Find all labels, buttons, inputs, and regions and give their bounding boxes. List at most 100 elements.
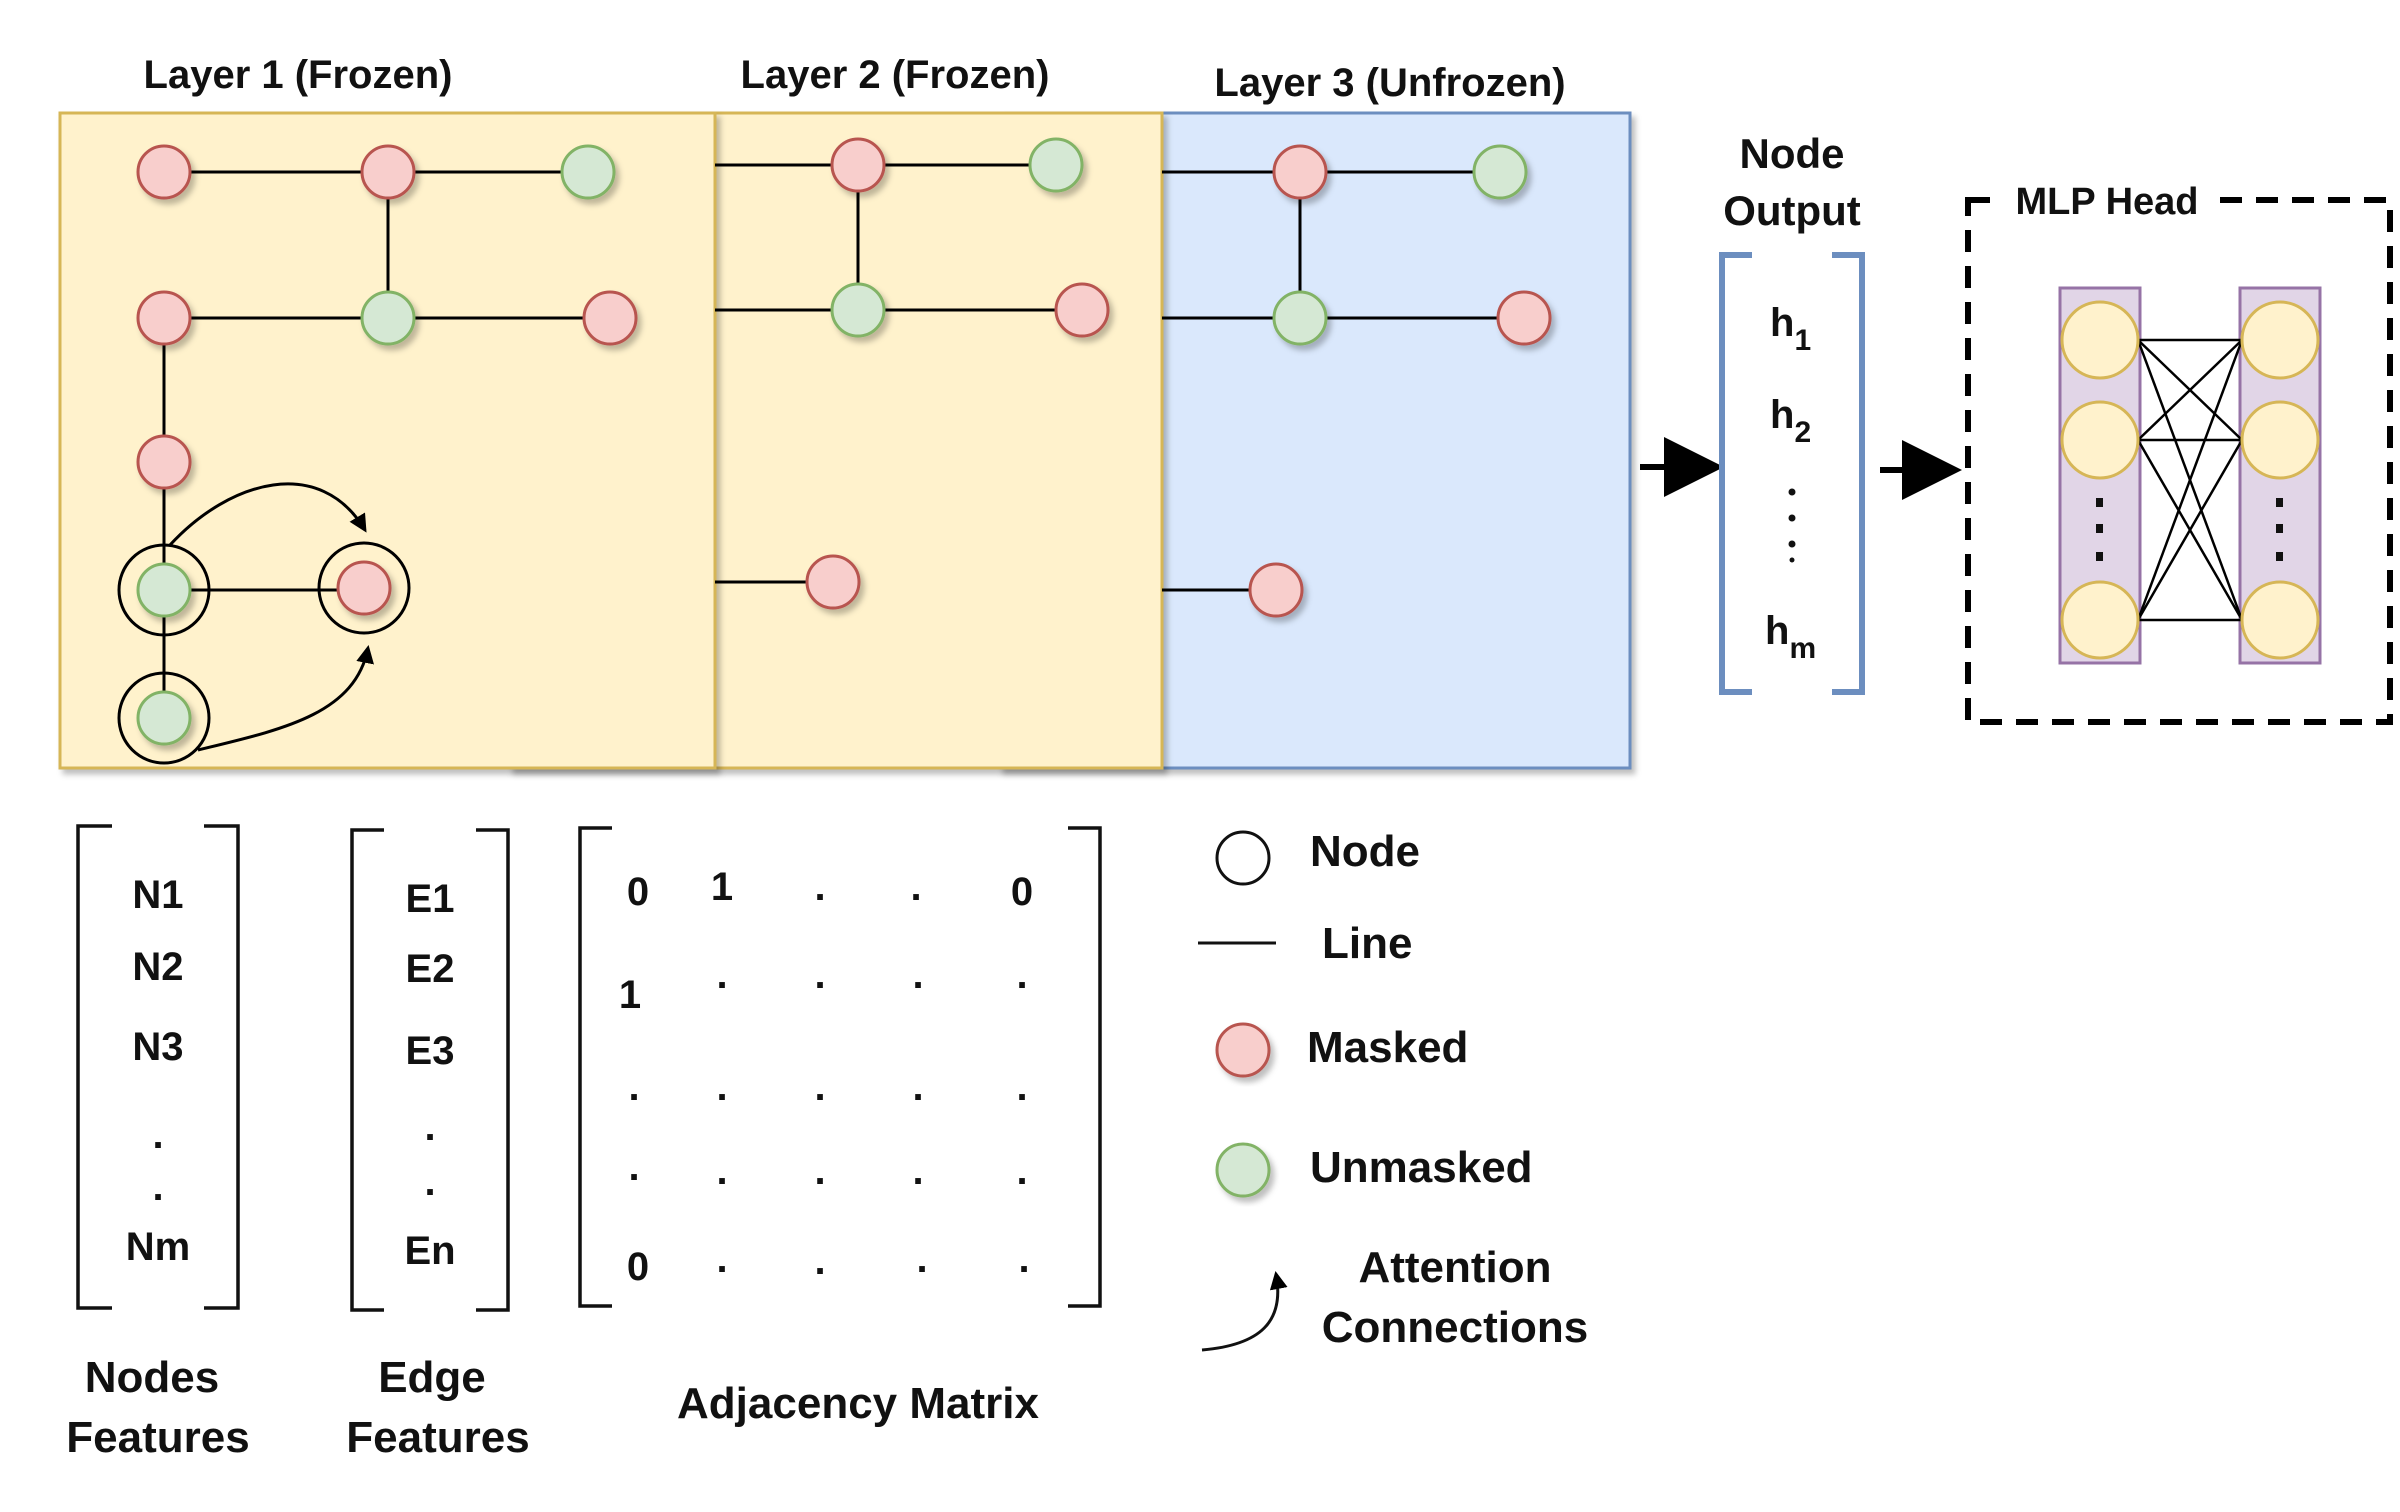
layer-3-title: Layer 3 (Unfrozen) bbox=[1214, 61, 1565, 105]
mlp-input-neuron bbox=[2060, 580, 2140, 660]
node-feature-item: N3 bbox=[132, 1025, 183, 1069]
adjacency-cell: . bbox=[814, 1149, 825, 1193]
mlp-head-box bbox=[1965, 197, 2393, 725]
masked-node bbox=[1054, 282, 1110, 338]
dot bbox=[2276, 498, 2283, 507]
node-output-right-bracket bbox=[1832, 252, 1865, 695]
attention-arrows bbox=[168, 482, 374, 752]
mlp-ellipsis bbox=[2096, 498, 2283, 561]
layer-3-nodes bbox=[1248, 144, 1552, 618]
adjacency-cell: . bbox=[716, 1065, 727, 1109]
unmasked-node bbox=[1472, 144, 1528, 200]
mlp-output-neuron bbox=[2240, 300, 2320, 380]
adjacency-cell: . bbox=[1018, 1237, 1029, 1281]
dot bbox=[2276, 552, 2283, 561]
adjacency-cell: . bbox=[1016, 953, 1027, 997]
attention-arrow bbox=[168, 482, 367, 547]
masked-node bbox=[360, 144, 416, 200]
dot bbox=[2276, 524, 2283, 533]
legend-line-label: Line bbox=[1322, 919, 1412, 968]
masked-node bbox=[136, 290, 192, 346]
output-h2: h2 bbox=[1770, 393, 1811, 449]
layer-1-nodes bbox=[136, 144, 638, 746]
output-hm: hm bbox=[1765, 609, 1816, 665]
mlp-title-bg bbox=[1996, 178, 2218, 222]
dot bbox=[2096, 524, 2103, 533]
legend-attention-label-line2: Connections bbox=[1322, 1303, 1588, 1352]
legend-unmasked-icon bbox=[1215, 1142, 1271, 1198]
legend-masked-icon bbox=[1215, 1022, 1271, 1078]
dot bbox=[1788, 540, 1796, 548]
attention-ring bbox=[117, 543, 211, 637]
unmasked-node bbox=[1272, 290, 1328, 346]
layer-1-title: Layer 1 (Frozen) bbox=[144, 53, 453, 97]
adjacency-cell: 0 bbox=[1011, 870, 1033, 914]
adjacency-cell: . bbox=[814, 865, 825, 909]
masked-node bbox=[582, 290, 638, 346]
node-feature-item: Nm bbox=[126, 1225, 190, 1269]
masked-node bbox=[1272, 144, 1328, 200]
node-feature-item: N1 bbox=[132, 873, 183, 917]
mlp-output-neuron bbox=[2240, 580, 2320, 660]
node-feature-item: N2 bbox=[132, 945, 183, 989]
adjacency-cell: . bbox=[628, 1145, 639, 1189]
edge-feature-item: . bbox=[424, 1105, 435, 1149]
adjacency-cell: . bbox=[814, 1065, 825, 1109]
unmasked-node bbox=[360, 290, 416, 346]
masked-node bbox=[830, 137, 886, 193]
unmasked-node bbox=[830, 282, 886, 338]
masked-node bbox=[805, 554, 861, 610]
nodes-features-caption-line2: Features bbox=[66, 1413, 249, 1462]
mlp-edge bbox=[2136, 439, 2244, 621]
adjacency-cell: . bbox=[716, 1237, 727, 1281]
adjacency-cell: 0 bbox=[627, 1245, 649, 1289]
adjacency-left-bracket bbox=[578, 826, 612, 1308]
node-output-title-line2: Output bbox=[1723, 187, 1861, 234]
legend: Node Line Masked Unmasked Attention Conn… bbox=[1198, 827, 1588, 1352]
attention-ring bbox=[317, 541, 411, 635]
node-output-left-bracket bbox=[1719, 252, 1752, 695]
mlp-edge bbox=[2136, 339, 2244, 621]
adjacency-matrix-caption: Adjacency Matrix bbox=[677, 1379, 1039, 1428]
attention-ring bbox=[117, 671, 211, 765]
layer-2-title: Layer 2 (Frozen) bbox=[741, 53, 1050, 97]
attention-rings bbox=[117, 541, 411, 765]
nodes-features-right-bracket bbox=[204, 824, 240, 1310]
edge-features-right-bracket bbox=[476, 828, 510, 1312]
edge-feature-item: E3 bbox=[406, 1029, 455, 1073]
adjacency-cell: . bbox=[628, 1065, 639, 1109]
nodes-features-left-bracket bbox=[76, 824, 112, 1310]
nodes-features-caption-line1: Nodes bbox=[85, 1353, 219, 1402]
adjacency-cell: . bbox=[912, 1065, 923, 1109]
legend-node-label: Node bbox=[1310, 827, 1420, 876]
attention-arrow bbox=[197, 645, 374, 752]
adjacency-cell: 1 bbox=[711, 865, 733, 909]
mlp-output-neuron bbox=[2240, 400, 2320, 480]
layer-2-nodes bbox=[805, 137, 1110, 610]
mlp-head-title: MLP Head bbox=[2015, 181, 2198, 223]
mlp-connections bbox=[2136, 338, 2244, 622]
edge-features-caption-line1: Edge bbox=[378, 1353, 486, 1402]
adjacency-cell: . bbox=[912, 1149, 923, 1193]
unmasked-node bbox=[136, 562, 192, 618]
adjacency-cell: . bbox=[1016, 1065, 1027, 1109]
legend-unmasked-label: Unmasked bbox=[1310, 1143, 1533, 1192]
adjacency-cell: . bbox=[814, 1239, 825, 1283]
adjacency-cell: . bbox=[716, 1149, 727, 1193]
node-output-title-line1: Node bbox=[1740, 130, 1845, 177]
adjacency-cell: . bbox=[716, 953, 727, 997]
masked-node bbox=[1496, 290, 1552, 346]
masked-node bbox=[336, 560, 392, 616]
unmasked-node bbox=[136, 690, 192, 746]
legend-masked-label: Masked bbox=[1307, 1023, 1468, 1072]
legend-attention-label-line1: Attention bbox=[1358, 1243, 1551, 1292]
dot bbox=[2096, 552, 2103, 561]
dot bbox=[1789, 557, 1795, 563]
edge-features-caption-line2: Features bbox=[346, 1413, 529, 1462]
adjacency-cell: . bbox=[814, 953, 825, 997]
adjacency-cell: . bbox=[912, 953, 923, 997]
adjacency-cell: 0 bbox=[627, 870, 649, 914]
unmasked-node bbox=[1028, 137, 1084, 193]
mlp-edge bbox=[2137, 339, 2243, 441]
